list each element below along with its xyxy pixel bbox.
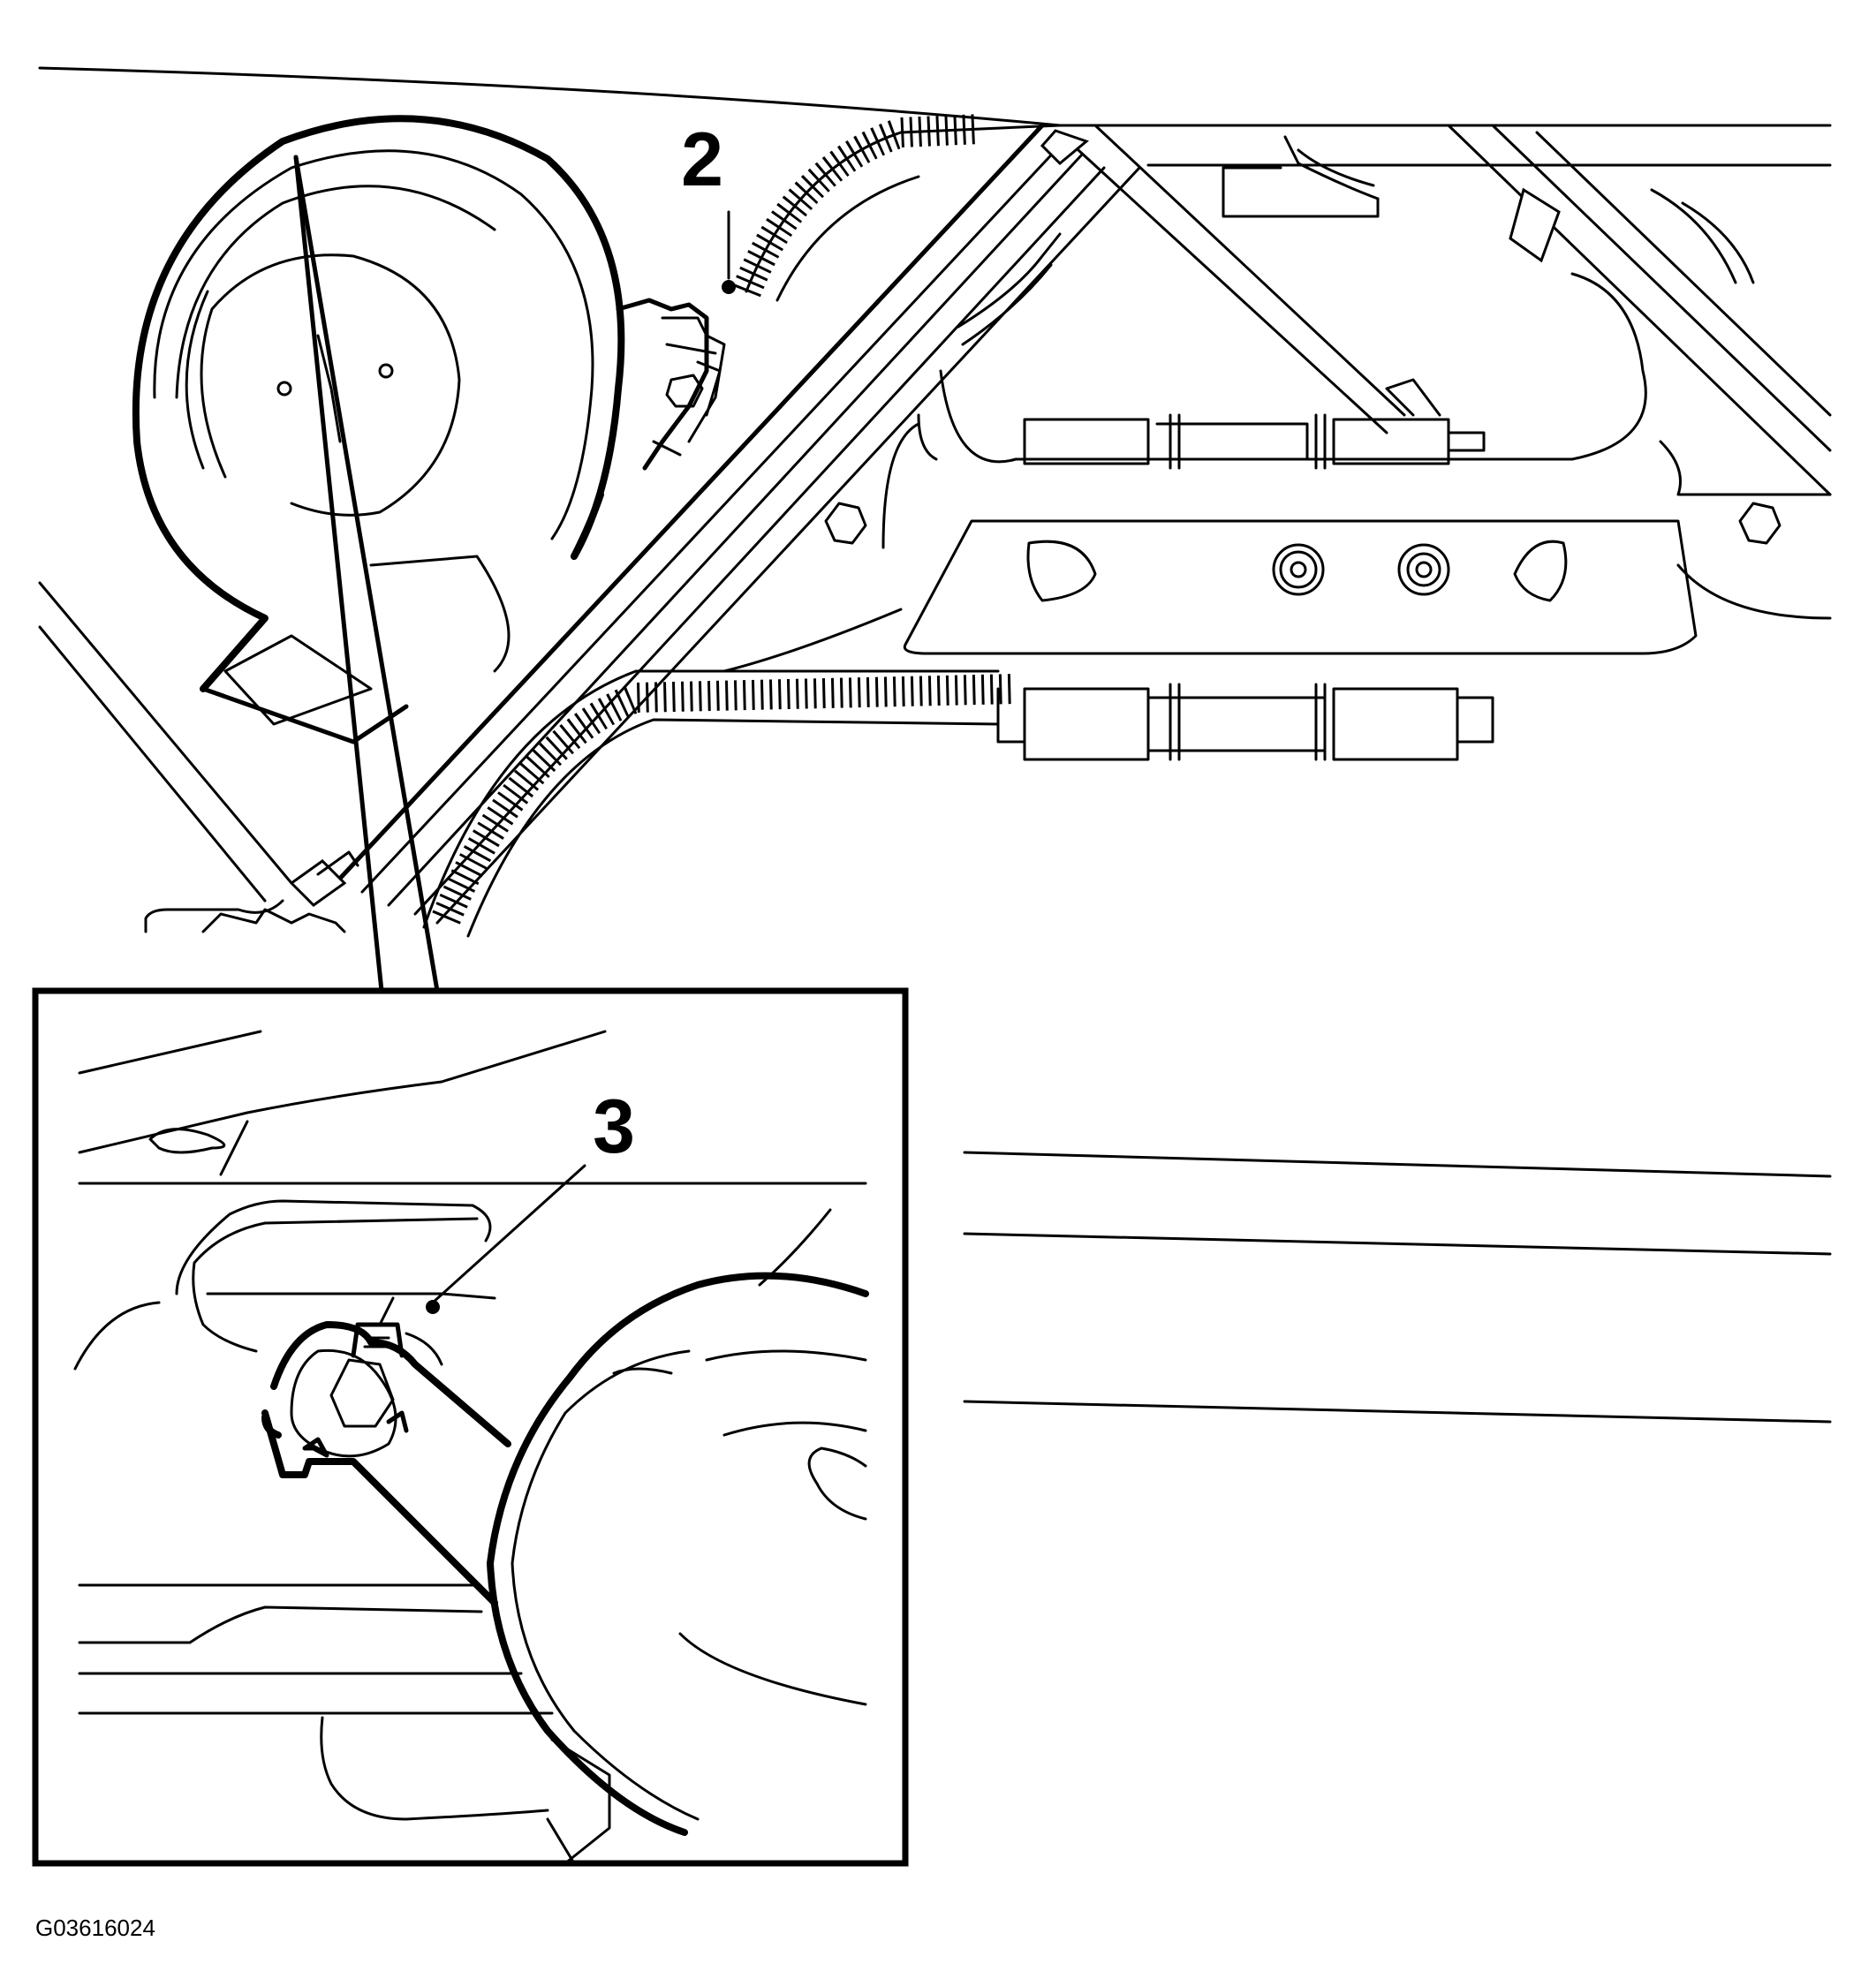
drive-belt-lower [422,669,1017,938]
crossmember-bracket [722,232,1832,673]
callout-2-label: 2 [681,117,723,202]
callout-2-dot [722,280,736,294]
callout-2: 2 [681,117,736,294]
callout-3-dot [426,1300,440,1314]
cylinder-lower [996,683,1494,761]
upper-mounts [1222,135,1755,284]
detail-inset: 3 [32,987,909,1867]
detail-pulley [487,1272,869,1836]
drive-belt-upper [732,114,1062,302]
tensioner-bolt [261,1296,511,1606]
callout-3: 3 [426,1084,635,1314]
frame-rails [38,123,1832,925]
lower-left-clamp [144,850,359,933]
right-frame-lines [963,1151,1832,1424]
detail-pointer [293,155,440,993]
cylinder-upper [1023,378,1486,470]
callout-3-label: 3 [593,1084,635,1169]
figure-id: G03616024 [35,1915,155,1941]
main-view: 2 [38,66,1832,993]
tensioner-pulley [132,115,726,744]
